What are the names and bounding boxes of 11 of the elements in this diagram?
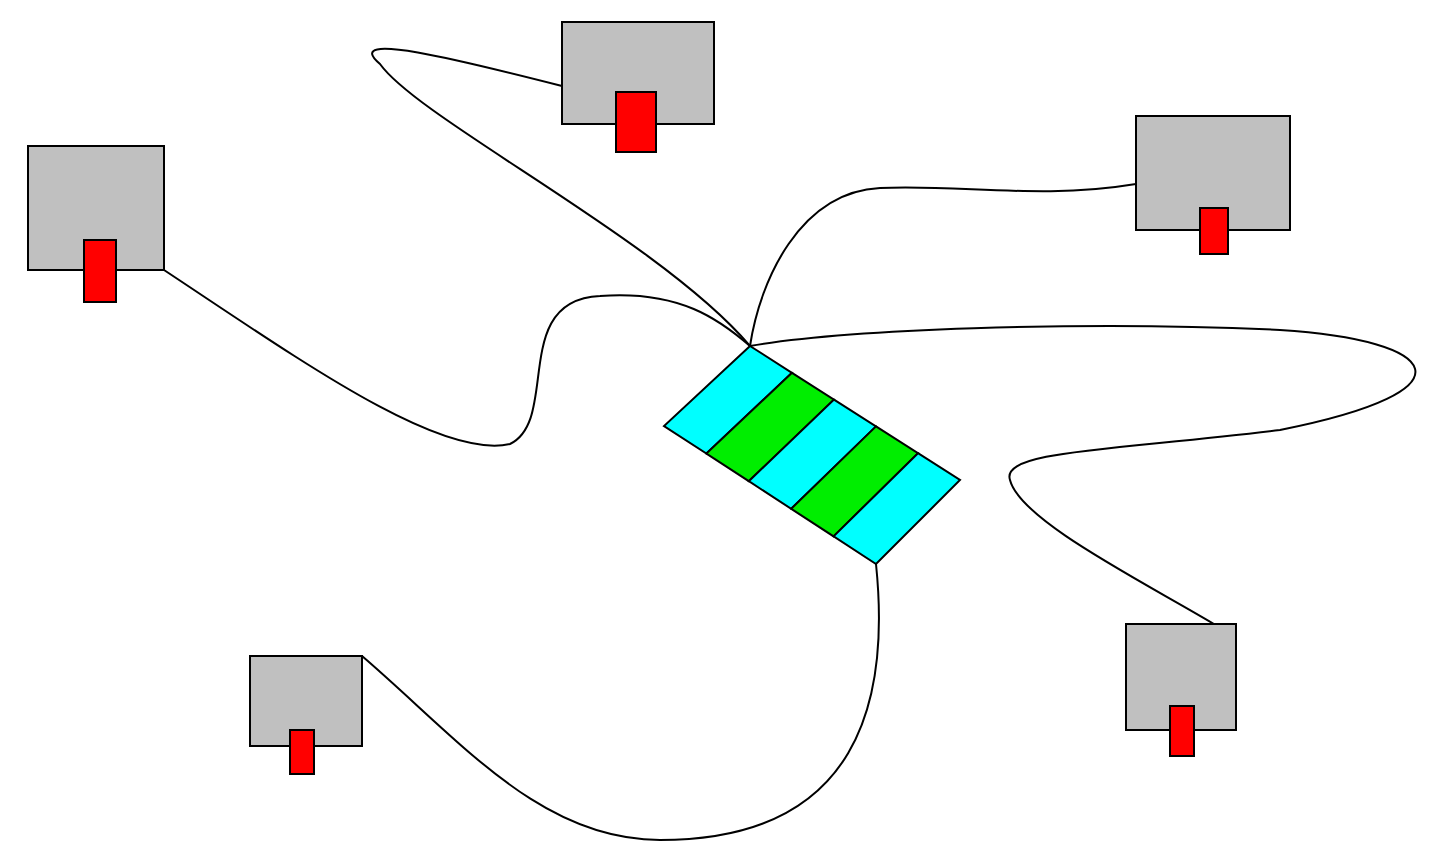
hub-drawing [664, 346, 960, 564]
device-drawing [250, 656, 362, 774]
device-drawing [28, 146, 164, 302]
cable-line [371, 47, 751, 347]
cable-line [749, 183, 1137, 347]
cable-line [749, 325, 1416, 625]
device-drawing [1126, 624, 1236, 756]
cable-line [361, 563, 880, 841]
device-drawing [562, 22, 714, 152]
cable-line [163, 269, 751, 447]
device-drawing [1136, 116, 1290, 254]
